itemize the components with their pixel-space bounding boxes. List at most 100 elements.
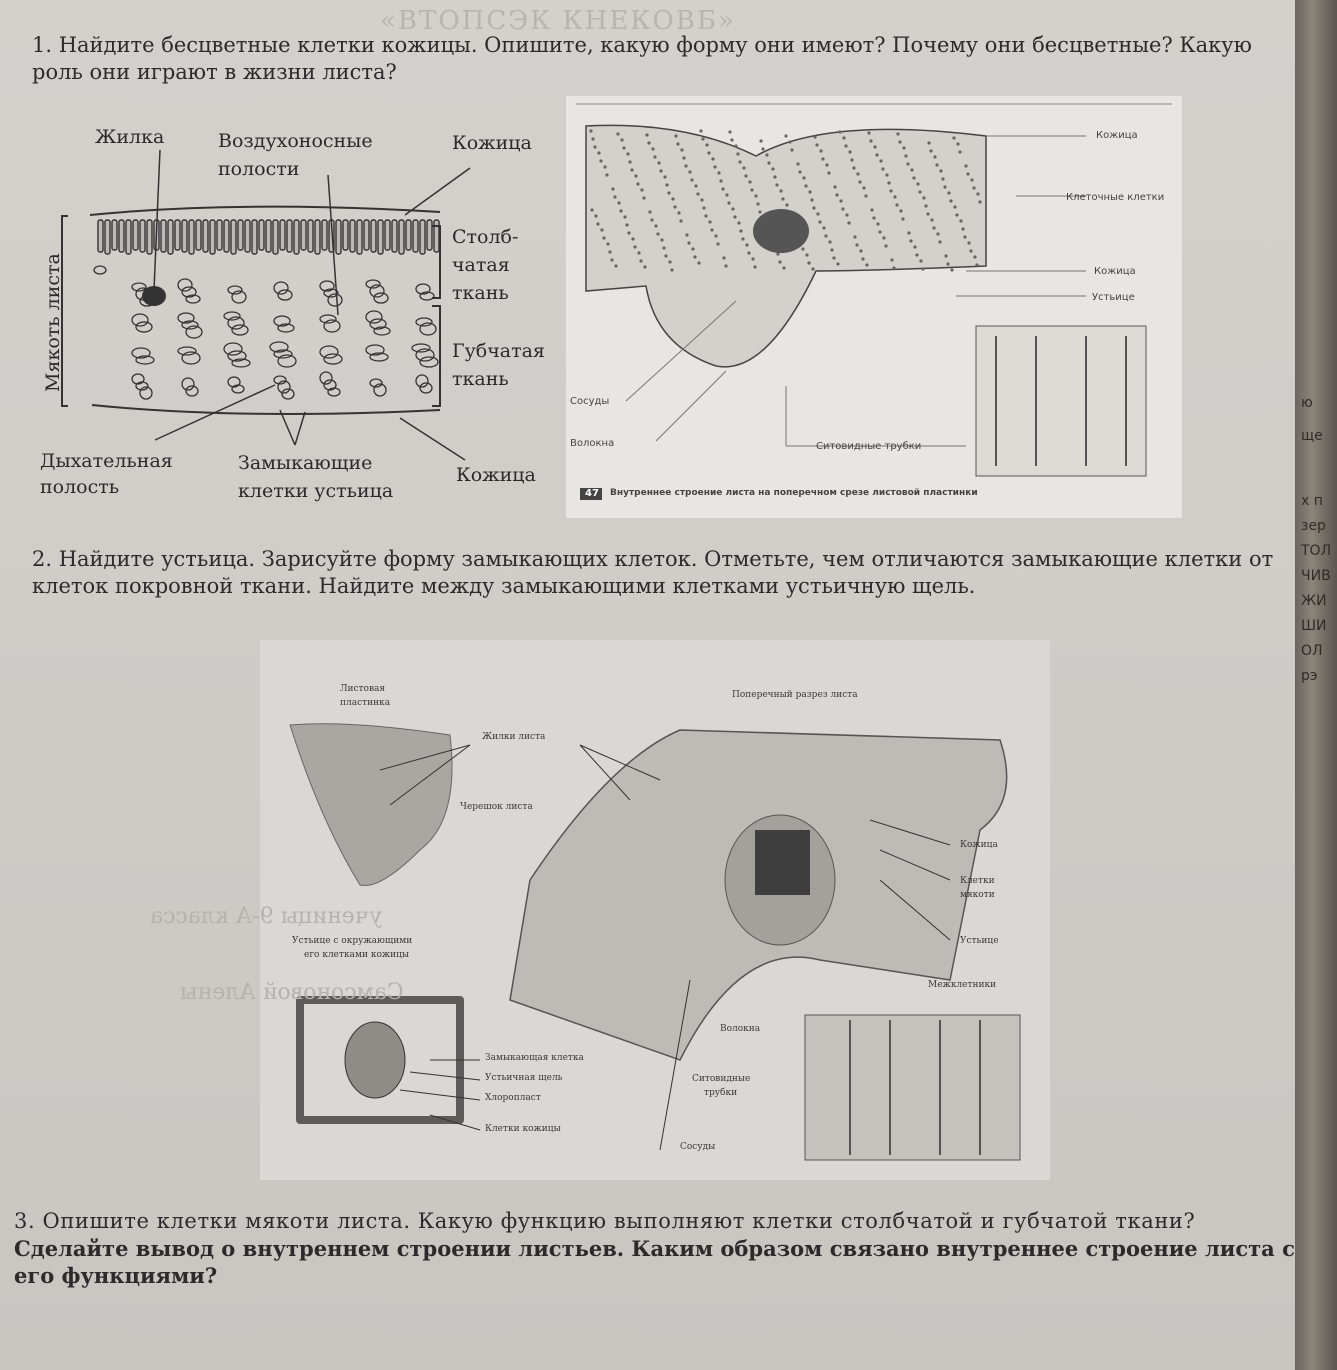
cell-dot: [895, 203, 899, 207]
question-2: 2. Найдите устьица. Зарисуйте форму замы…: [32, 546, 1282, 600]
fig3-label-cross-section: Поперечный разрез листа: [732, 690, 858, 700]
cell-dot: [847, 221, 851, 225]
cell-dot: [842, 136, 846, 140]
palisade-cell: [377, 219, 384, 255]
spongy-cell: [323, 319, 341, 333]
cell-dot: [859, 249, 863, 253]
cell-dot: [932, 226, 936, 230]
cell-dot: [761, 147, 765, 151]
book-edge-text-10: рэ: [1301, 668, 1318, 684]
spongy-cell: [185, 325, 203, 339]
cell-dot: [844, 144, 848, 148]
cell-dot: [599, 159, 603, 163]
worksheet-page: «ВТОПСЭК КНЕКОВБ» 1. Найдите бесцветные …: [0, 0, 1300, 1370]
cell-dot: [955, 213, 959, 217]
cell-dot: [887, 181, 891, 185]
fig2-label-skin: Кожица: [1096, 130, 1138, 141]
spongy-cell: [365, 279, 381, 289]
cell-dot: [637, 251, 641, 255]
fig2-label-cells: Клеточные клетки: [1066, 192, 1165, 203]
cell-dot: [648, 210, 652, 214]
cell-dot: [944, 254, 948, 258]
cell-dot: [807, 261, 811, 265]
cell-dot: [778, 260, 782, 264]
fig2-label-stomata: Устьице: [1092, 292, 1135, 303]
spongy-cell: [323, 379, 337, 391]
label-air-cavities-2: полости: [218, 158, 300, 180]
cell-dot: [687, 241, 691, 245]
spongy-cell: [131, 347, 151, 359]
cell-dot: [896, 132, 900, 136]
palisade-cell: [118, 219, 125, 253]
palisade-cell: [321, 219, 328, 251]
book-edge-text-2: ще: [1301, 428, 1323, 444]
spongy-cell: [281, 388, 295, 400]
cell-dot: [824, 234, 828, 238]
cell-dot: [941, 177, 945, 181]
spongy-cell: [419, 382, 433, 394]
leaf-cross-section-diagram: [61, 149, 471, 461]
cell-dot: [602, 236, 606, 240]
palisade-cell: [433, 219, 440, 253]
cell-dot: [628, 160, 632, 164]
cell-dot: [841, 207, 845, 211]
cell-dot: [727, 201, 731, 205]
cell-dot: [704, 214, 708, 218]
cell-dot: [673, 205, 677, 209]
cell-dot: [647, 141, 651, 145]
cell-dot: [636, 182, 640, 186]
cell-dot: [776, 252, 780, 256]
cell-dot: [693, 255, 697, 259]
cell-dot: [650, 218, 654, 222]
cell-dot: [835, 193, 839, 197]
spongy-cell: [181, 377, 195, 391]
cell-dot: [879, 159, 883, 163]
palisade-cell: [286, 219, 293, 253]
cell-dot: [753, 265, 757, 269]
cell-dot: [596, 222, 600, 226]
cell-dot: [684, 164, 688, 168]
cell-dot: [796, 162, 800, 166]
cell-dot: [605, 173, 609, 177]
spongy-cell: [415, 348, 435, 362]
cell-dot: [858, 180, 862, 184]
spongy-cell: [131, 313, 149, 327]
cell-dot: [910, 168, 914, 172]
palisade-cell: [167, 219, 174, 255]
cell-dot: [627, 231, 631, 235]
cell-dot: [711, 157, 715, 161]
fig3-label-intercell: Межклетники: [928, 980, 997, 990]
spongy-cell: [131, 282, 147, 292]
cell-dot: [865, 263, 869, 267]
fig2-caption: Внутреннее строение листа на поперечном …: [610, 488, 978, 498]
cell-dot: [946, 262, 950, 266]
cell-dot: [902, 146, 906, 150]
spongy-cell: [373, 383, 387, 397]
cell-dot: [622, 146, 626, 150]
book-edge-text-1: ю: [1301, 395, 1313, 411]
question-1: 1. Найдите бесцветные клетки кожицы. Опи…: [32, 32, 1272, 86]
palisade-cell: [370, 219, 377, 253]
cell-dot: [775, 183, 779, 187]
spongy-cell: [135, 355, 155, 365]
spongy-cell: [277, 323, 295, 333]
palisade-cell: [279, 219, 286, 251]
spongy-cell: [369, 318, 387, 330]
cell-dot: [619, 209, 623, 213]
cell-dot: [936, 232, 940, 236]
fig2-caption-number: 47: [585, 488, 599, 499]
palisade-cell: [209, 219, 216, 255]
cell-dot: [741, 237, 745, 241]
spongy-cell: [415, 374, 429, 388]
cell-dot: [744, 174, 748, 178]
cell-dot: [830, 248, 834, 252]
cell-dot: [904, 154, 908, 158]
cell-dot: [812, 206, 816, 210]
cell-dot: [730, 138, 734, 142]
palisade-cell: [111, 219, 118, 251]
palisade-cell: [391, 219, 398, 253]
spongy-cell: [373, 292, 389, 304]
cell-dot: [882, 236, 886, 240]
bleed-through-title: «ВТОПСЭК КНЕКОВБ»: [380, 6, 736, 36]
cell-dot: [899, 209, 903, 213]
